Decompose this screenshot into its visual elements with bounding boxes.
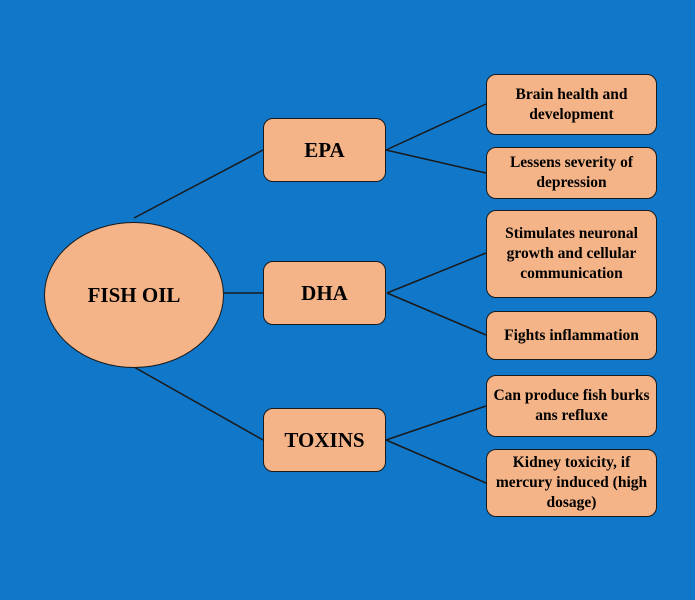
leaf-node-depression: Lessens severity of depression — [486, 147, 657, 199]
branch-node-epa: EPA — [263, 118, 386, 182]
leaf-label: Brain health and development — [515, 85, 628, 123]
connector-epa-leaf-2 — [385, 149, 487, 174]
connector-root-toxins — [133, 366, 264, 441]
connector-toxins-leaf-6 — [385, 439, 487, 484]
leaf-node-inflammation: Fights inflammation — [486, 311, 657, 360]
branch-node-dha: DHA — [263, 261, 386, 325]
root-label: FISH OIL — [87, 282, 181, 307]
leaf-node-brain-health: Brain health and development — [486, 74, 657, 135]
connector-dha-leaf-4 — [386, 292, 487, 336]
branch-label-toxins: TOXINS — [284, 427, 365, 452]
branch-node-toxins: TOXINS — [263, 408, 386, 472]
branch-label-epa: EPA — [304, 137, 345, 162]
connector-epa-leaf-1 — [385, 103, 487, 151]
leaf-node-neuronal-growth: Stimulates neuronal growth and cellular … — [486, 210, 657, 298]
leaf-node-kidney-toxicity: Kidney toxicity, if mercury induced (hig… — [486, 449, 657, 517]
branch-label-dha: DHA — [301, 280, 348, 305]
leaf-node-fish-burps: Can produce fish burks ans refluxe — [486, 375, 657, 437]
leaf-label: Kidney toxicity, if mercury induced (hig… — [495, 454, 648, 511]
connector-root-epa — [133, 149, 264, 219]
connector-dha-leaf-3 — [386, 252, 487, 294]
connector-toxins-leaf-5 — [385, 405, 487, 441]
leaf-label: Can produce fish burks ans refluxe — [493, 387, 650, 424]
leaf-label: Fights inflammation — [504, 326, 639, 344]
leaf-label: Lessens severity of depression — [509, 154, 634, 191]
leaf-label: Stimulates neuronal growth and cellular … — [505, 225, 638, 282]
root-node-fish-oil: FISH OIL — [44, 222, 224, 368]
